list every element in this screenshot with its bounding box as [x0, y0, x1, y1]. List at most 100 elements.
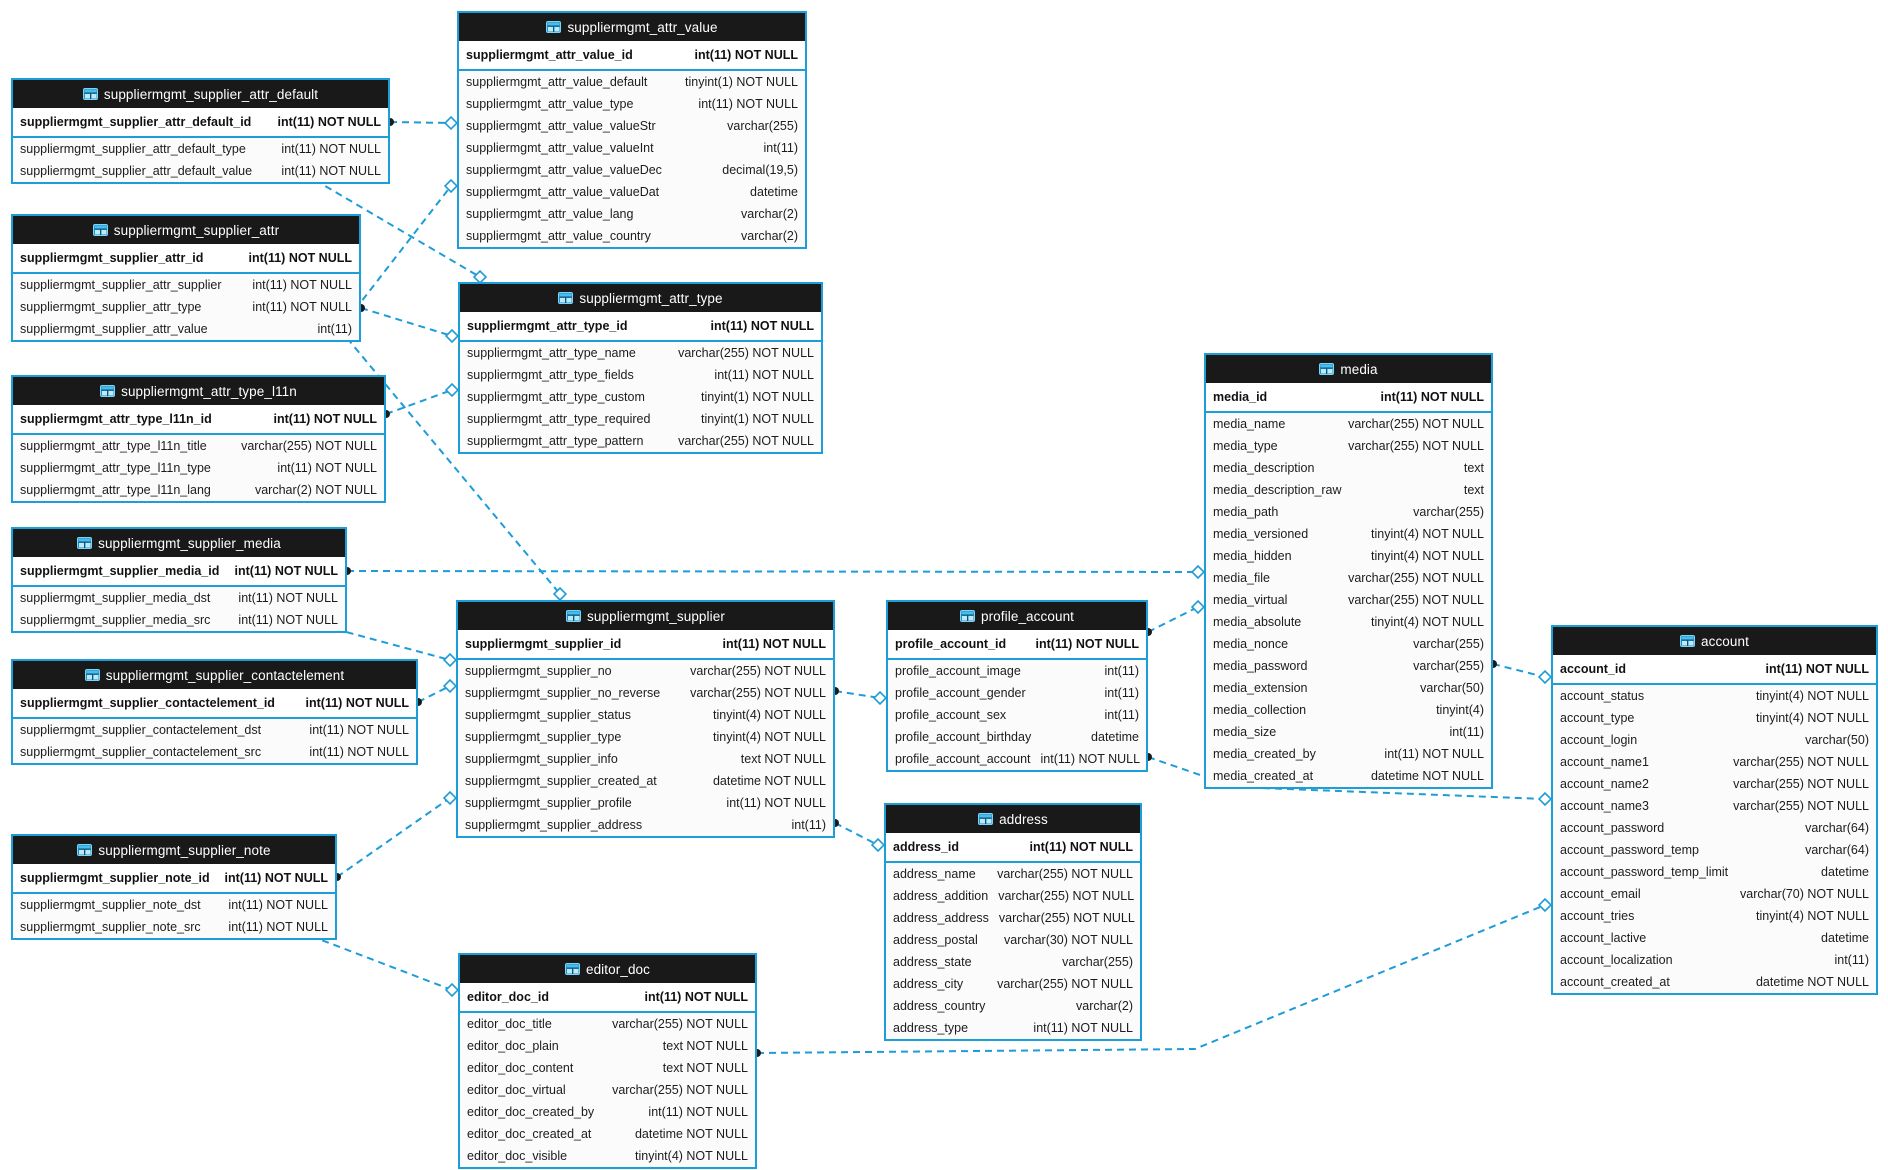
relation-line[interactable]: [1147, 756, 1546, 800]
table-icon: [1680, 635, 1695, 647]
column-name: suppliermgmt_attr_value_valueInt: [466, 141, 654, 155]
column-name: suppliermgmt_attr_value_country: [466, 229, 651, 243]
column-type: varchar(255) NOT NULL: [612, 1083, 748, 1097]
table-header[interactable]: editor_doc: [460, 955, 755, 983]
relation-diamond-endpoint: [442, 678, 458, 694]
column-name: suppliermgmt_supplier_contactelement_dst: [20, 723, 262, 737]
er-table-suppliermgmt_attr_type[interactable]: suppliermgmt_attr_type suppliermgmt_attr_…: [458, 282, 823, 454]
relation-supplier-address[interactable]: [831, 819, 886, 853]
relation-line[interactable]: [385, 389, 453, 415]
relation-profile_account-media[interactable]: [1144, 599, 1206, 636]
er-table-suppliermgmt_attr_value[interactable]: suppliermgmt_attr_value suppliermgmt_attr…: [457, 11, 807, 249]
er-table-suppliermgmt_supplier_media[interactable]: suppliermgmt_supplier_media suppliermgmt_…: [11, 527, 347, 633]
relation-line[interactable]: [1492, 663, 1546, 678]
column-type: int(11): [1104, 664, 1139, 678]
table-header[interactable]: suppliermgmt_supplier_attr_default: [13, 80, 388, 108]
column-name: account_password: [1560, 821, 1665, 835]
column-type: int(11) NOT NULL: [309, 723, 409, 737]
table-header[interactable]: suppliermgmt_supplier_contactelement: [13, 661, 416, 689]
relation-supplier_note-editor_doc[interactable]: [307, 932, 460, 998]
column-type: datetime: [1091, 730, 1139, 744]
table-header[interactable]: profile_account: [888, 602, 1146, 630]
column-name: suppliermgmt_attr_type_l11n_title: [20, 439, 207, 453]
relation-line[interactable]: [834, 690, 881, 699]
column-type: int(11): [791, 818, 826, 832]
column-type: int(11) NOT NULL: [1380, 390, 1484, 404]
relation-line[interactable]: [834, 822, 879, 846]
relation-supplier_note-supplier[interactable]: [333, 790, 458, 881]
table-header[interactable]: suppliermgmt_supplier_media: [13, 529, 345, 557]
relation-editor_doc-account[interactable]: [753, 897, 1553, 1057]
column-type: varchar(255): [1413, 637, 1484, 651]
relation-contactelement-supplier[interactable]: [414, 678, 458, 706]
relation-line[interactable]: [310, 935, 453, 991]
relation-line[interactable]: [332, 185, 452, 339]
table-header[interactable]: suppliermgmt_attr_type: [460, 284, 821, 312]
relation-media-account[interactable]: [1489, 660, 1553, 685]
relation-line[interactable]: [756, 904, 1546, 1054]
relation-profile_account-account[interactable]: [1144, 753, 1553, 807]
relation-supplier_media-media[interactable]: [343, 564, 1206, 580]
relation-line[interactable]: [336, 797, 451, 878]
column-name: address_state: [893, 955, 972, 969]
column-type: tinyint(1) NOT NULL: [701, 390, 814, 404]
column-type: text: [1463, 461, 1484, 475]
table-header[interactable]: address: [886, 805, 1140, 833]
relation-attr_default-attr_value[interactable]: [386, 115, 459, 131]
er-table-suppliermgmt_supplier[interactable]: suppliermgmt_supplier suppliermgmt_suppli…: [456, 600, 835, 838]
er-table-profile_account[interactable]: profile_account profile_account_id int(11)…: [886, 600, 1148, 772]
table-header[interactable]: suppliermgmt_attr_value: [459, 13, 805, 41]
column-name: profile_account_id: [895, 637, 1007, 651]
table-header[interactable]: suppliermgmt_supplier_attr: [13, 216, 359, 244]
column-name: media_absolute: [1213, 615, 1302, 629]
table-header[interactable]: account: [1553, 627, 1876, 655]
table-header[interactable]: suppliermgmt_supplier_note: [13, 836, 335, 864]
column-name: suppliermgmt_attr_value_valueDat: [466, 185, 660, 199]
relation-line[interactable]: [1147, 606, 1199, 633]
relation-line[interactable]: [346, 570, 1199, 573]
relation-attr_type_l11n-attr_type[interactable]: [382, 382, 460, 418]
relation-supplier_attr-attr_type[interactable]: [357, 304, 460, 344]
relation-line[interactable]: [389, 121, 452, 124]
relation-line[interactable]: [334, 628, 451, 661]
relation-line[interactable]: [314, 179, 481, 278]
relation-line[interactable]: [346, 337, 561, 595]
column-type: varchar(30) NOT NULL: [1004, 933, 1133, 947]
table-header[interactable]: suppliermgmt_attr_type_l11n: [13, 377, 384, 405]
relation-line[interactable]: [360, 307, 453, 337]
relation-line[interactable]: [417, 685, 451, 703]
column-name: media_file: [1213, 571, 1270, 585]
relation-supplier-profile_account[interactable]: [831, 687, 888, 706]
table-header[interactable]: media: [1206, 355, 1491, 383]
table-header[interactable]: suppliermgmt_supplier: [458, 602, 833, 630]
column-type: varchar(255) NOT NULL: [612, 1017, 748, 1031]
